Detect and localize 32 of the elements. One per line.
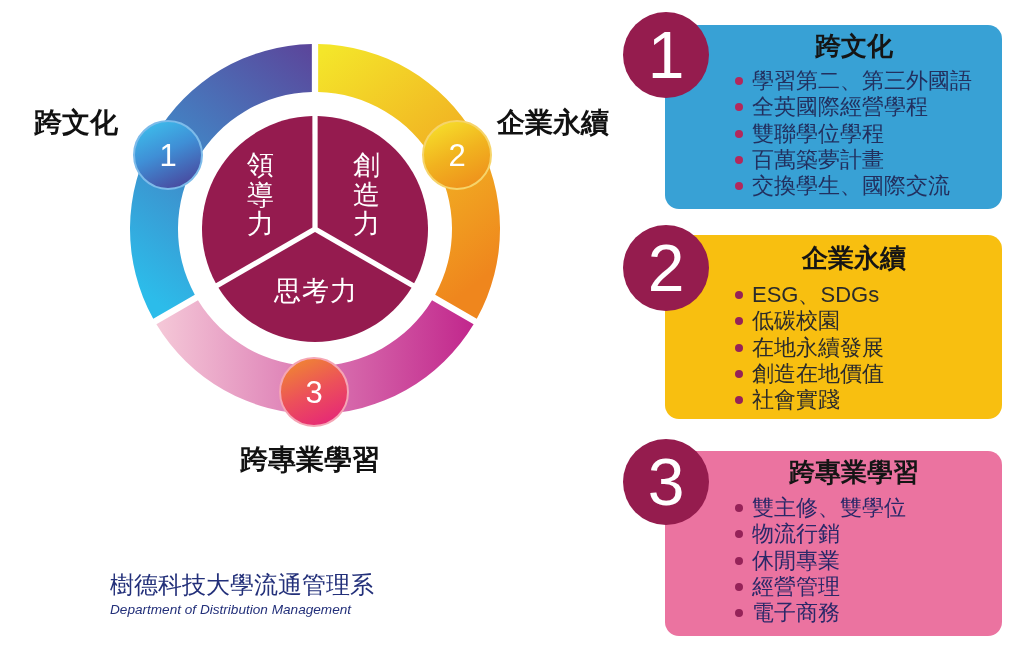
slice-label: 領導力 [246,151,274,241]
segment-label: 企業永續 [497,106,609,140]
circle-number: 1 [647,22,685,88]
list-item: 經營管理 [752,574,840,599]
circle-number: 3 [647,449,685,515]
list-item: 低碳校園 [752,309,840,334]
list-item: 休閒專業 [752,548,840,573]
badge-number: 2 [448,139,466,171]
list-item: 百萬築夢計畫 [752,147,884,172]
list-item: 全英國際經營學程 [752,95,928,120]
slice-label: 創造力 [352,151,380,241]
badge-number: 1 [159,139,177,171]
list-item: 物流行銷 [752,522,840,547]
list-item: 雙聯學位學程 [752,121,884,146]
department-name: 樹德科技大學流通管理系 [110,571,374,600]
list-item: 創造在地價值 [752,361,884,386]
department-subtitle: Department of Distribution Management [110,602,352,619]
list-item: ESG、SDGs [752,282,880,308]
segment-label: 跨專業學習 [240,443,380,477]
list-item: 電子商務 [752,601,840,626]
card-heading: 跨文化 [814,31,893,61]
badge-number: 3 [305,376,323,408]
list-item: 在地永續發展 [752,335,884,360]
list-item: 交換學生、國際交流 [752,174,950,199]
list-item: 學習第二、第三外國語 [752,68,972,94]
slice-label: 思考力 [274,277,358,305]
circle-number: 2 [647,235,685,301]
list-item: 社會實踐 [752,388,840,413]
card-heading: 企業永續 [801,243,906,273]
segment-label: 跨文化 [34,106,118,140]
card-heading: 跨專業學習 [788,457,919,487]
list-item: 雙主修、雙學位 [752,495,906,521]
